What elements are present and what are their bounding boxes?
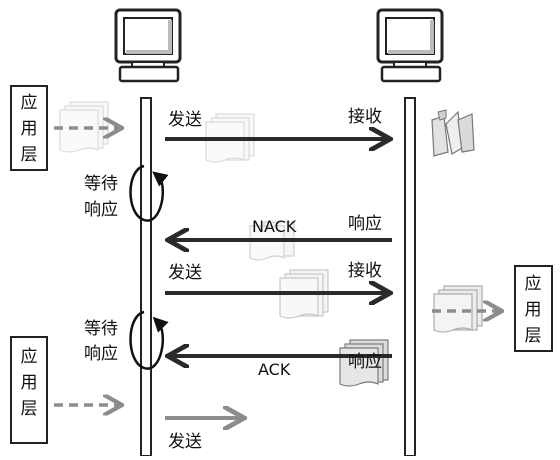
app-layer-char: 层 [525,326,542,346]
computer-icon [114,8,182,83]
wait-label-line1: 等待 [84,319,118,339]
wait-label-line1: 等待 [84,174,118,194]
app-layer-box-right: 应 用 层 [514,265,553,352]
app-layer-char: 用 [21,373,38,393]
document-stack-icon [205,113,255,163]
document-stack-icon [433,285,483,333]
app-layer-box-top-left: 应 用 层 [10,85,48,171]
computer-icon [376,8,444,83]
document-stack-icon [59,101,109,153]
wait-loop-icon [129,164,169,222]
send-label: 发送 [168,263,202,283]
shredded-document-icon [431,109,475,157]
response-label: 响应 [348,352,382,372]
app-layer-char: 应 [525,274,542,294]
receive-label: 接收 [348,107,382,127]
wait-label-line2: 响应 [84,344,118,364]
ack-label: ACK [258,360,291,379]
send-label: 发送 [168,432,202,452]
app-layer-box-bottom-left: 应 用 层 [10,336,48,444]
app-layer-char: 应 [21,93,38,113]
app-layer-char: 应 [21,347,38,367]
response-label: 响应 [348,214,382,234]
sender-timeline [140,97,152,457]
app-layer-char: 层 [21,145,38,165]
send-label: 发送 [168,110,202,130]
app-layer-char: 用 [525,300,542,320]
nack-label: NACK [252,217,297,236]
receive-label: 接收 [348,261,382,281]
wait-loop-icon [129,310,169,370]
receiver-timeline [404,97,416,457]
app-layer-char: 层 [21,399,38,419]
app-layer-char: 用 [21,119,38,139]
wait-label-line2: 响应 [84,200,118,220]
